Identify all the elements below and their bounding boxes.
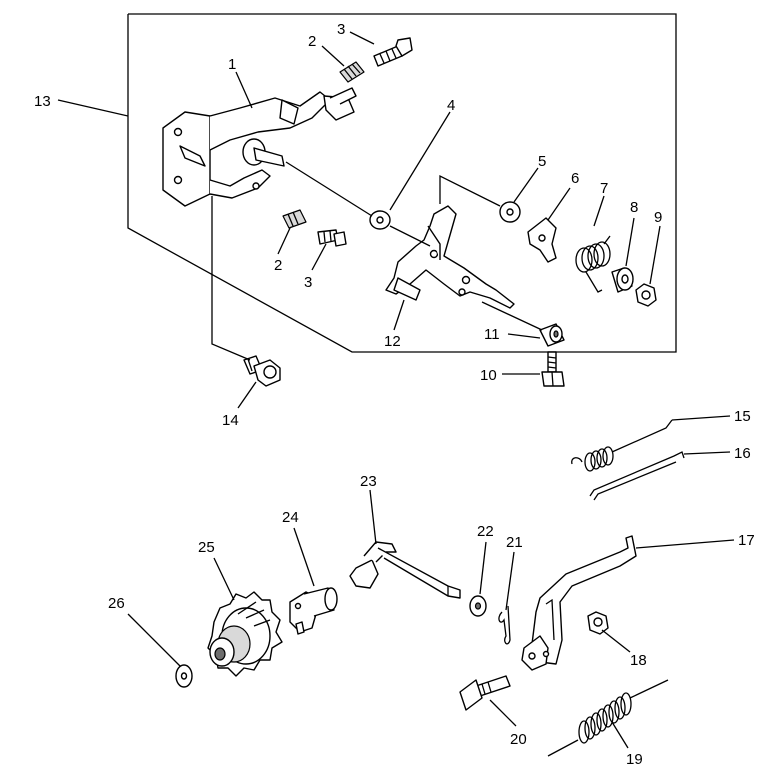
callout-14: 14 bbox=[222, 412, 239, 429]
callout-4: 4 bbox=[447, 97, 455, 114]
part-15-spring-rod bbox=[571, 419, 673, 472]
part-21-cotter-pin bbox=[498, 605, 511, 645]
callout-17: 17 bbox=[738, 532, 755, 549]
leader-lines bbox=[57, 31, 735, 749]
callout-20: 20 bbox=[510, 731, 527, 748]
callout-1: 1 bbox=[228, 56, 236, 73]
callout-13: 13 bbox=[34, 93, 51, 110]
part-3-screw-lower bbox=[317, 229, 347, 247]
part-14-bolt bbox=[243, 355, 281, 387]
part-2-set-screw-upper bbox=[339, 61, 365, 83]
part-23-governor-arm bbox=[349, 541, 461, 599]
part-16-link-rod bbox=[589, 451, 685, 501]
callout-25: 25 bbox=[198, 539, 215, 556]
part-4-washer bbox=[369, 210, 391, 230]
part-25-governor-gear bbox=[207, 591, 283, 677]
callout-2-upper: 2 bbox=[308, 33, 316, 50]
assembly-line-washer bbox=[439, 174, 501, 207]
callout-24: 24 bbox=[282, 509, 299, 526]
part-2-set-screw-lower bbox=[282, 209, 307, 229]
assembly-line-14 bbox=[211, 196, 251, 361]
callout-3-lower: 3 bbox=[304, 274, 312, 291]
part-1-control-bracket bbox=[162, 87, 357, 207]
part-7-torsion-spring bbox=[575, 235, 611, 293]
callout-26: 26 bbox=[108, 595, 125, 612]
callout-3-upper: 3 bbox=[337, 21, 345, 38]
part-12-governor-lever bbox=[385, 205, 515, 309]
callout-15: 15 bbox=[734, 408, 751, 425]
part-11-swivel bbox=[539, 323, 565, 347]
assembly-line-swivel bbox=[481, 301, 543, 331]
callout-11: 11 bbox=[484, 326, 500, 343]
callout-18: 18 bbox=[630, 652, 647, 669]
callout-7: 7 bbox=[600, 180, 608, 197]
assembly-line-shaft-2 bbox=[389, 225, 431, 247]
part-17-control-lever bbox=[521, 535, 637, 671]
part-8-collar bbox=[611, 267, 634, 293]
part-19-extension-spring bbox=[547, 679, 669, 757]
assembly-line-shaft bbox=[285, 161, 373, 217]
part-3-screw-upper bbox=[373, 37, 413, 67]
callout-22: 22 bbox=[477, 523, 494, 540]
callout-21: 21 bbox=[506, 534, 523, 551]
part-9-nut bbox=[635, 283, 657, 307]
callout-6: 6 bbox=[571, 170, 579, 187]
part-26-washer bbox=[175, 664, 193, 688]
callout-9: 9 bbox=[654, 209, 662, 226]
callouts: 1 2 3 13 4 5 6 7 8 9 2 3 12 11 10 14 15 … bbox=[34, 21, 755, 768]
callout-8: 8 bbox=[630, 199, 638, 216]
callout-12: 12 bbox=[384, 333, 401, 350]
callout-23: 23 bbox=[360, 473, 377, 490]
part-6-plate bbox=[527, 217, 557, 263]
callout-10: 10 bbox=[480, 367, 497, 384]
callout-16: 16 bbox=[734, 445, 751, 462]
part-24-governor-sleeve bbox=[289, 587, 338, 635]
part-10-bolt bbox=[541, 351, 565, 387]
callout-5: 5 bbox=[538, 153, 546, 170]
assembly-outline bbox=[127, 13, 677, 353]
part-18-nut bbox=[587, 611, 609, 635]
part-22-washer bbox=[469, 595, 487, 617]
part-5-washer bbox=[499, 201, 521, 223]
callout-19: 19 bbox=[626, 751, 643, 768]
part-20-pin bbox=[459, 675, 511, 711]
callout-2-lower: 2 bbox=[274, 257, 282, 274]
